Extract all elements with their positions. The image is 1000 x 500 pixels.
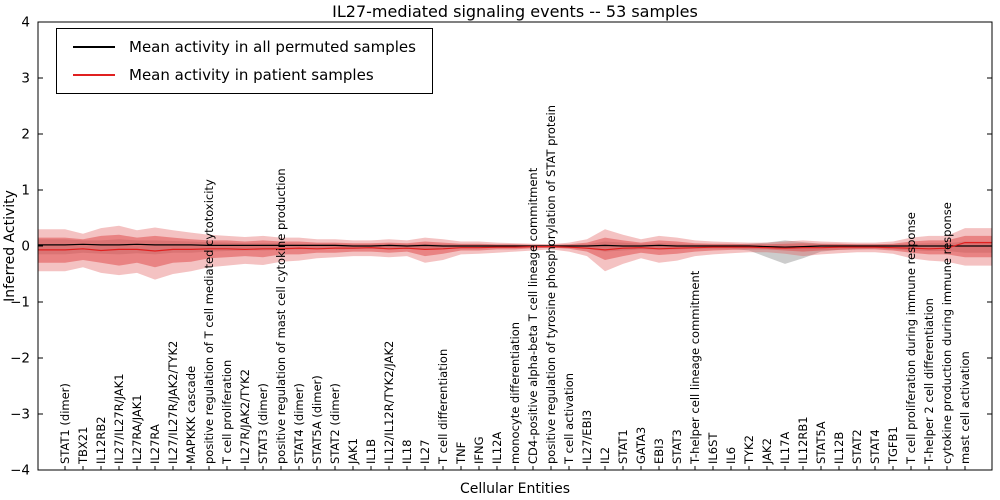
x-tick-label: positive regulation of T cell mediated c… xyxy=(202,179,216,464)
x-tick-label: IL27/IL27R/JAK2/TYK2 xyxy=(166,341,180,464)
x-tick-label: mast cell activation xyxy=(958,351,972,464)
x-tick-label: STAT2 (dimer) xyxy=(328,383,342,464)
x-tick-label: TBX21 xyxy=(76,427,90,465)
patient-mean-line xyxy=(38,242,992,252)
x-tick-label: TYK2 xyxy=(742,435,756,465)
y-tick-label: 0 xyxy=(21,239,30,255)
legend-item-patient: Mean activity in patient samples xyxy=(73,66,416,84)
x-tick-label: STAT4 (dimer) xyxy=(292,383,306,464)
x-tick-label: STAT1 xyxy=(616,429,630,464)
black-line-swatch xyxy=(73,46,115,48)
x-tick-label: IL27 xyxy=(418,440,432,464)
x-tick-label: EBI3 xyxy=(652,438,666,464)
x-tick-label: IL27RA/JAK1 xyxy=(130,394,144,464)
x-tick-label: IL27RA xyxy=(148,424,162,464)
x-tick-label: IL6 xyxy=(724,447,738,464)
legend-label-patient: Mean activity in patient samples xyxy=(129,66,374,84)
x-tick-label: STAT3 (dimer) xyxy=(256,383,270,464)
x-tick-label: T cell activation xyxy=(562,373,576,465)
x-tick-label: STAT3 xyxy=(670,429,684,464)
y-tick-label: 4 xyxy=(21,15,30,31)
x-tick-label: STAT5A (dimer) xyxy=(310,375,324,464)
legend-label-permuted: Mean activity in all permuted samples xyxy=(129,38,416,56)
x-tick-label: positive regulation of tyrosine phosphor… xyxy=(544,105,558,464)
y-tick-label: 2 xyxy=(21,127,30,143)
x-tick-label: T cell proliferation xyxy=(220,360,234,465)
x-tick-label: TNF xyxy=(454,442,468,465)
y-tick-label: −1 xyxy=(10,295,30,311)
y-tick-label: 3 xyxy=(21,71,30,87)
patient-band-outer xyxy=(38,225,992,280)
y-axis-label: Inferred Activity xyxy=(2,190,18,302)
x-tick-label: IL27/EBI3 xyxy=(580,410,594,464)
x-tick-label: IL12RB1 xyxy=(796,416,810,464)
y-tick-label: −4 xyxy=(10,463,30,479)
x-tick-label: GATA3 xyxy=(634,427,648,464)
x-tick-label: STAT4 xyxy=(868,429,882,464)
x-tick-label: IL1B xyxy=(364,439,378,464)
x-tick-label: monocyte differentiation xyxy=(508,322,522,464)
x-tick-label: JAK2 xyxy=(760,438,774,465)
x-tick-label: IL17A xyxy=(778,432,792,464)
x-tick-label: positive regulation of mast cell cytokin… xyxy=(274,168,288,464)
x-tick-label: STAT1 (dimer) xyxy=(58,383,72,464)
x-tick-label: IL27/IL27R/JAK1 xyxy=(112,373,126,464)
x-tick-label: IFNG xyxy=(472,436,486,464)
x-tick-label: IL27R/JAK2/TYK2 xyxy=(238,369,252,464)
x-tick-label: MAPKKK cascade xyxy=(184,366,198,464)
x-axis-label: Cellular Entities xyxy=(459,481,571,497)
permuted-mean-line xyxy=(38,243,992,248)
x-tick-label: T-helper 2 cell differentiation xyxy=(922,298,936,465)
x-tick-label: IL12B xyxy=(832,432,846,464)
y-tick-label: 1 xyxy=(21,183,30,199)
x-tick-label: IL2 xyxy=(598,447,612,464)
legend-item-permuted: Mean activity in all permuted samples xyxy=(73,38,416,56)
x-tick-label: IL12RB2 xyxy=(94,416,108,464)
y-tick-label: −3 xyxy=(10,407,30,423)
x-tick-label: STAT2 xyxy=(850,429,864,464)
x-tick-label: T cell differentiation xyxy=(436,349,450,465)
legend: Mean activity in all permuted samples Me… xyxy=(56,28,433,94)
chart-title: IL27-mediated signaling events -- 53 sam… xyxy=(332,2,698,21)
x-tick-label: STAT5A xyxy=(814,421,828,464)
x-tick-label: T-helper cell lineage commitment xyxy=(688,270,702,465)
patient-band-inner xyxy=(38,234,992,268)
x-tick-label: CD4-positive alpha-beta T cell lineage c… xyxy=(526,167,540,464)
x-tick-label: TGFB1 xyxy=(886,426,900,465)
x-tick-label: IL6ST xyxy=(706,432,720,464)
x-tick-label: T cell proliferation during immune respo… xyxy=(904,212,918,465)
x-tick-label: IL18 xyxy=(400,440,414,464)
red-line-swatch xyxy=(73,74,115,76)
x-tick-label: IL12/IL12R/TYK2/JAK2 xyxy=(382,341,396,464)
x-tick-label: JAK1 xyxy=(346,438,360,465)
y-tick-label: −2 xyxy=(10,351,30,367)
x-tick-label: IL12A xyxy=(490,432,504,464)
x-tick-label: cytokine production during immune respon… xyxy=(940,202,954,464)
